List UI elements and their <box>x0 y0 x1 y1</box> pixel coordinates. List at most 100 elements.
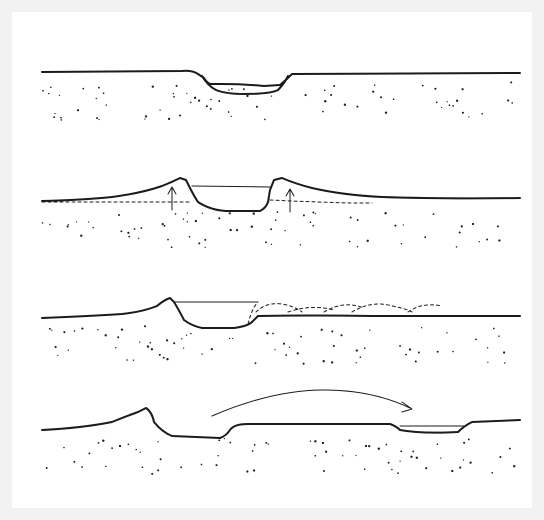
sand-dot <box>271 95 272 96</box>
sand-dot <box>409 348 411 350</box>
sand-dot <box>391 469 393 471</box>
sand-dot <box>268 444 269 445</box>
sand-dot <box>349 241 351 243</box>
sand-dot <box>49 224 50 225</box>
sand-dot <box>305 94 307 96</box>
sand-dot <box>190 102 192 104</box>
stage-3-ground-surface <box>42 298 520 328</box>
sand-dot <box>88 221 89 222</box>
sand-dot <box>410 456 412 458</box>
sand-dot <box>510 81 512 83</box>
stage-3-sand-stipple <box>49 325 506 364</box>
sand-dot <box>437 351 439 353</box>
sand-dot <box>42 90 44 92</box>
stage-1 <box>42 71 520 121</box>
sand-dot <box>117 336 119 338</box>
sand-dot <box>63 447 64 448</box>
sand-dot <box>60 117 62 119</box>
sand-dot <box>274 349 275 350</box>
sand-dot <box>144 118 145 119</box>
sand-dot <box>416 457 418 459</box>
sand-dot <box>462 88 464 90</box>
sand-dot <box>394 225 396 227</box>
sand-dot <box>323 360 325 362</box>
sand-dot <box>217 455 218 456</box>
sand-dot <box>456 100 458 102</box>
sand-dot <box>229 212 231 214</box>
sand-dot <box>323 470 325 472</box>
sand-dot <box>96 98 97 99</box>
sand-dot <box>187 212 188 213</box>
sand-dot <box>254 444 256 446</box>
sand-dot <box>330 94 332 96</box>
sand-dot <box>118 214 120 216</box>
sand-dot <box>157 441 158 442</box>
sand-dot <box>168 118 170 120</box>
sand-dot <box>452 351 454 353</box>
sand-dot <box>289 347 290 348</box>
sand-dot <box>67 225 69 227</box>
sand-dot <box>81 328 83 330</box>
sand-dot <box>499 456 501 458</box>
sand-dot <box>98 119 99 120</box>
sand-dot <box>80 235 82 237</box>
sand-dot <box>246 95 248 97</box>
stage-2-buried-old-surface <box>42 200 372 203</box>
stage-4 <box>42 390 520 475</box>
sand-dot <box>46 467 48 469</box>
sand-dot <box>314 455 316 457</box>
sand-dot <box>115 347 116 348</box>
sand-dot <box>300 336 302 338</box>
sand-dot <box>76 221 77 222</box>
sand-dot <box>401 243 402 244</box>
sand-dot <box>333 345 335 347</box>
sand-dot <box>167 239 169 241</box>
diagram-panel <box>12 12 532 508</box>
sand-dot <box>48 93 49 94</box>
sand-dot <box>360 356 362 358</box>
sand-dot <box>498 335 500 337</box>
sand-dot <box>179 115 181 117</box>
sand-dot <box>446 332 447 333</box>
sand-dot <box>159 354 161 356</box>
sand-dot <box>378 448 380 450</box>
sand-dot <box>180 466 182 468</box>
sand-dot <box>486 239 488 241</box>
sand-dot <box>440 457 441 458</box>
sand-dot <box>181 338 182 339</box>
sand-dot <box>205 247 206 248</box>
sand-dot <box>303 214 305 216</box>
sand-dot <box>503 351 505 353</box>
sand-dot <box>441 107 442 108</box>
sand-dot <box>369 330 370 331</box>
stage-4-migration-arrow <box>212 390 412 416</box>
sand-dot <box>475 339 477 341</box>
sand-dot <box>145 115 147 117</box>
sand-dot <box>121 328 123 330</box>
sand-dot <box>310 221 312 223</box>
sand-dot <box>400 450 402 452</box>
sand-dot <box>459 231 461 233</box>
sand-dot <box>243 88 245 90</box>
sand-dot <box>105 466 107 468</box>
sand-dot <box>265 241 267 243</box>
sand-dot <box>468 116 469 117</box>
sand-dot <box>462 112 464 114</box>
sand-dot <box>126 359 128 361</box>
sand-dot <box>246 470 248 472</box>
sand-dot <box>364 468 366 470</box>
sand-dot <box>210 108 212 110</box>
sand-dot <box>119 445 121 447</box>
sand-dot <box>252 450 254 452</box>
sand-dot <box>415 360 417 362</box>
sand-dot <box>81 466 83 468</box>
sand-dot <box>310 440 311 441</box>
sand-dot <box>102 440 104 442</box>
sand-dot <box>397 472 399 474</box>
sand-dot <box>173 93 174 94</box>
sand-dot <box>283 343 285 345</box>
sand-dot <box>231 116 232 117</box>
sand-dot <box>166 358 168 360</box>
sand-dot <box>469 461 471 463</box>
